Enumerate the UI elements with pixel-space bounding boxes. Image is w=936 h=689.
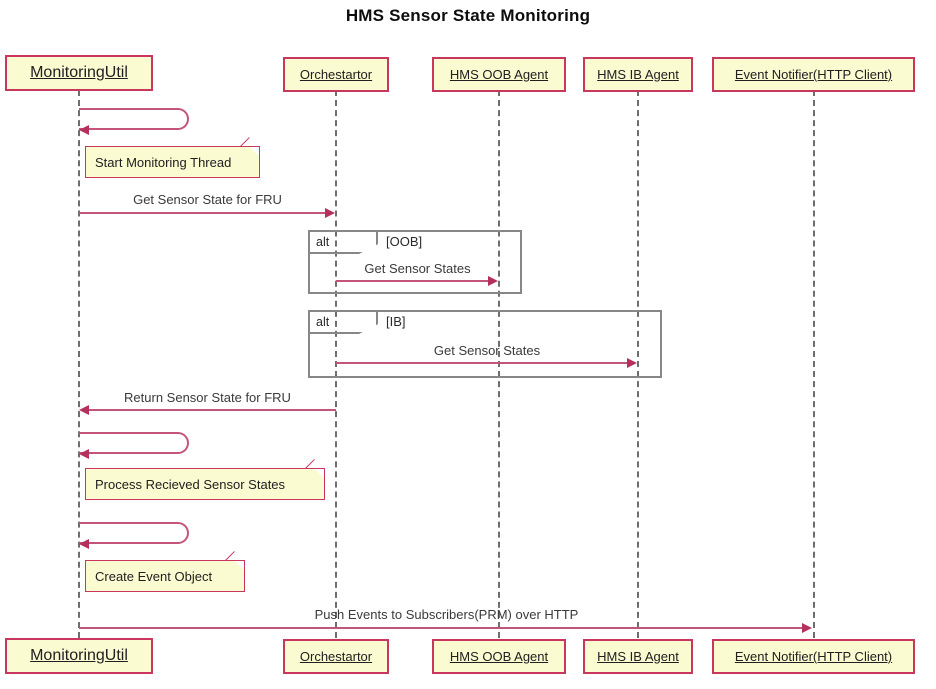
note-fold-icon <box>235 561 244 570</box>
message-label-get-sensor-state-for-fru: Get Sensor State for FRU <box>133 192 282 207</box>
note-text: Process Recieved Sensor States <box>95 476 286 492</box>
fragment-guard-label: [IB] <box>386 314 406 329</box>
participant-hms-ib-agent-bottom[interactable]: HMS IB Agent <box>583 639 693 674</box>
note-fold-icon <box>250 147 259 156</box>
self-call-process-received <box>79 432 189 454</box>
self-call-arrowhead <box>79 539 89 549</box>
message-arrowhead-get-sensor-state-for-fru <box>325 208 335 218</box>
fragment-guard-label: [OOB] <box>386 234 423 249</box>
participant-label: Orchestartor <box>299 67 373 82</box>
lifeline-orchestartor <box>335 90 337 638</box>
note-create-event-object: Create Event Object <box>85 551 245 592</box>
message-arrowhead-push-events <box>802 623 812 633</box>
participant-hms-oob-agent-top[interactable]: HMS OOB Agent <box>432 57 566 92</box>
participant-orchestartor-top[interactable]: Orchestartor <box>283 57 389 92</box>
lifeline-hms-ib-agent <box>637 90 639 638</box>
message-arrowhead-return-sensor-state-for-fru <box>79 405 89 415</box>
message-label-get-sensor-states-ib: Get Sensor States <box>433 343 541 358</box>
fragment-alt-ib: alt [IB] <box>308 310 662 378</box>
message-line-get-sensor-states-ib <box>336 362 629 364</box>
page-title: HMS Sensor State Monitoring <box>345 6 591 25</box>
lifeline-monitoringutil <box>78 90 80 638</box>
participant-label: HMS IB Agent <box>597 67 679 82</box>
participant-monitoringutil-top[interactable]: MonitoringUtil <box>5 55 153 91</box>
self-call-start-monitoring <box>79 108 189 130</box>
note-text: Start Monitoring Thread <box>95 154 232 170</box>
fragment-operator-label: alt <box>316 315 330 329</box>
message-line-push-events <box>79 627 804 629</box>
participant-label: HMS IB Agent <box>597 649 679 664</box>
participant-label: MonitoringUtil <box>30 64 128 81</box>
participant-label: Event Notifier(HTTP Client) <box>734 67 893 82</box>
note-fold-icon <box>315 469 324 478</box>
participant-event-notifier-top[interactable]: Event Notifier(HTTP Client) <box>712 57 915 92</box>
self-call-arrowhead <box>79 449 89 459</box>
participant-hms-oob-agent-bottom[interactable]: HMS OOB Agent <box>432 639 566 674</box>
fragment-operator-label: alt <box>316 235 330 249</box>
participant-hms-ib-agent-top[interactable]: HMS IB Agent <box>583 57 693 92</box>
participant-event-notifier-bottom[interactable]: Event Notifier(HTTP Client) <box>712 639 915 674</box>
fragment-alt-oob: alt [OOB] <box>308 230 522 294</box>
message-line-return-sensor-state-for-fru <box>89 409 336 411</box>
note-start-monitoring-thread: Start Monitoring Thread <box>85 137 260 178</box>
message-arrowhead-get-sensor-states-oob <box>488 276 498 286</box>
self-call-create-event <box>79 522 189 544</box>
message-arrowhead-get-sensor-states-ib <box>627 358 637 368</box>
participant-orchestartor-bottom[interactable]: Orchestartor <box>283 639 389 674</box>
message-label-get-sensor-states-oob: Get Sensor States <box>364 261 471 276</box>
fragment-tab-shape <box>310 232 378 254</box>
message-line-get-sensor-states-oob <box>336 280 490 282</box>
participant-label: HMS OOB Agent <box>449 67 549 82</box>
participant-monitoringutil-bottom[interactable]: MonitoringUtil <box>5 638 153 674</box>
message-label-push-events: Push Events to Subscribers(PRM) over HTT… <box>314 607 579 622</box>
lifeline-event-notifier <box>813 90 815 638</box>
fragment-tab-shape <box>310 312 378 334</box>
message-label-return-sensor-state-for-fru: Return Sensor State for FRU <box>124 390 291 405</box>
note-text: Create Event Object <box>95 568 213 584</box>
self-call-arrowhead <box>79 125 89 135</box>
participant-label: Orchestartor <box>299 649 373 664</box>
participant-label: HMS OOB Agent <box>449 649 549 664</box>
participant-label: Event Notifier(HTTP Client) <box>734 649 893 664</box>
participant-label: MonitoringUtil <box>30 647 128 664</box>
note-process-recieved-sensor-states: Process Recieved Sensor States <box>85 459 325 500</box>
lifeline-hms-oob-agent <box>498 90 500 638</box>
message-line-get-sensor-state-for-fru <box>79 212 327 214</box>
